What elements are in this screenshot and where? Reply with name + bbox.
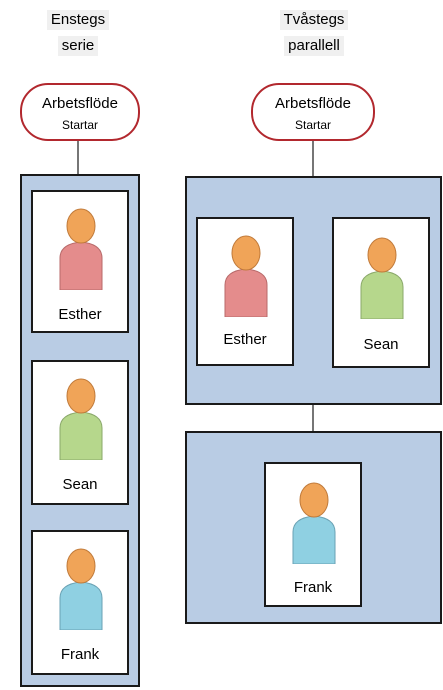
parallel-start-node: Arbetsflöde Startar [251,83,375,141]
serial-start-line1: Arbetsflöde [42,95,118,112]
serial-start-node: Arbetsflöde Startar [20,83,140,141]
serial-header-line2: serie [57,36,99,56]
person-icon-esther [59,208,103,290]
serial-header: Enstegs serie [30,10,126,56]
person-icon-frank [292,482,336,564]
parallel-header: Tvåstegs parallell [262,10,366,56]
person-name: Esther [223,331,267,348]
person-name: Sean [62,476,98,493]
serial-start-line2: Startar [61,118,98,132]
person-icon-esther [224,235,268,317]
parallel-card-sean: Sean [332,217,430,368]
parallel-card-esther: Esther [196,217,294,366]
person-name: Frank [60,646,100,663]
person-icon-sean [360,237,404,319]
serial-header-line1: Enstegs [46,10,110,30]
serial-card-sean: Sean [31,360,129,505]
serial-card-esther: Esther [31,190,129,333]
parallel-header-line2: parallell [284,36,344,56]
parallel-start-line2: Startar [294,118,331,132]
person-icon-sean [59,378,103,460]
person-name: Sean [363,336,399,353]
person-name: Esther [58,306,102,323]
person-name: Frank [293,579,333,596]
person-icon-frank [59,548,103,630]
serial-card-frank: Frank [31,530,129,675]
parallel-start-line1: Arbetsflöde [275,95,351,112]
parallel-card-frank: Frank [264,462,362,607]
parallel-header-line1: Tvåstegs [279,10,349,30]
